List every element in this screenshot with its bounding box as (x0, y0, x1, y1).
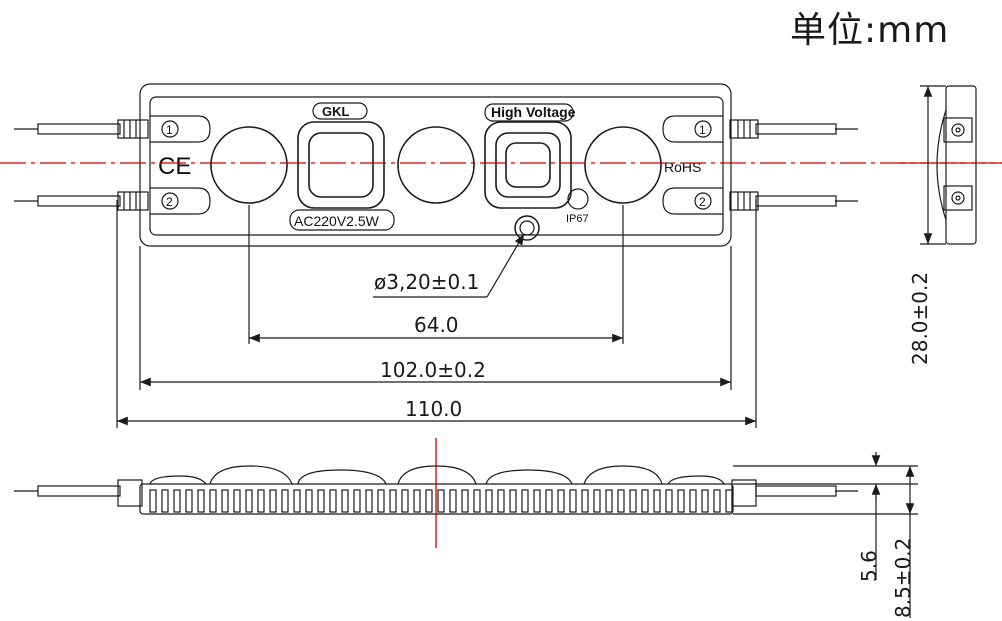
cooling-fin (677, 489, 685, 513)
cooling-fin (353, 489, 361, 513)
lens-height-dimension: 5.6 (857, 550, 881, 582)
cooling-fin (425, 489, 433, 513)
total-height-dimension: 8.5±0.2 (891, 538, 915, 618)
cooling-fin (281, 489, 289, 513)
height-dimensions (733, 452, 918, 618)
cooling-fin (701, 489, 709, 513)
cooling-fin (617, 489, 625, 513)
lens-circle-3 (584, 126, 662, 204)
cooling-fin (449, 489, 457, 513)
cooling-fin (713, 489, 721, 513)
total-length-dimension: 110.0 (405, 397, 462, 421)
cooling-fin (557, 489, 565, 513)
body-length-dimension: 102.0±0.2 (380, 358, 486, 382)
terminal-2-left: 2 (166, 195, 173, 209)
module-outline (139, 83, 732, 247)
right-wires (729, 119, 858, 211)
high-voltage-mark: High Voltage (491, 104, 576, 120)
cooling-fin (653, 489, 661, 513)
width-dimension: 28.0±0.2 (908, 272, 932, 365)
cooling-fin (401, 489, 409, 513)
rohs-mark: RoHS (664, 159, 701, 175)
cooling-fin (497, 489, 505, 513)
cooling-fin (317, 489, 325, 513)
terminal-1-right: 1 (699, 123, 706, 137)
cooling-fin (233, 489, 241, 513)
cooling-fin (569, 489, 577, 513)
cooling-fin (413, 489, 421, 513)
cooling-fin (305, 489, 313, 513)
module-inner-outline (149, 96, 724, 236)
cooling-fin (461, 489, 469, 513)
terminal-2-right: 2 (699, 195, 706, 209)
cooling-fin (365, 489, 373, 513)
terminal-clips: 1 2 1 2 (150, 115, 723, 215)
led-lenses (210, 121, 662, 209)
cooling-fin (629, 489, 637, 513)
cooling-fin (293, 489, 301, 513)
cooling-fin (329, 489, 337, 513)
cooling-fin (161, 489, 169, 513)
terminal-1-left: 1 (166, 123, 173, 137)
cooling-fin (641, 489, 649, 513)
cooling-fin (593, 489, 601, 513)
cooling-fin (209, 489, 217, 513)
cooling-fin (665, 489, 673, 513)
cooling-fin (485, 489, 493, 513)
lens-square-1 (297, 121, 385, 209)
top-view: 1 2 1 2 GKL High Voltage AC220V2.5W CE R… (0, 83, 1002, 247)
left-wires (14, 119, 149, 211)
cooling-fin (245, 489, 253, 513)
cooling-fin (185, 489, 193, 513)
cooling-fin (269, 489, 277, 513)
cooling-fin (545, 489, 553, 513)
front-view (14, 438, 858, 548)
cooling-fin (533, 489, 541, 513)
cooling-fin (149, 489, 157, 513)
cooling-fin (341, 489, 349, 513)
side-view (900, 85, 1002, 245)
cooling-fin (377, 489, 385, 513)
unit-label: 单位:mm (790, 10, 949, 51)
rating-mark: AC220V2.5W (294, 213, 380, 229)
cooling-fin (689, 489, 697, 513)
cooling-fin (509, 489, 517, 513)
pitch-dimension: 64.0 (414, 313, 459, 337)
cooling-fin (389, 489, 397, 513)
lens-circle-2 (397, 126, 475, 204)
cooling-fin (581, 489, 589, 513)
cooling-fin (605, 489, 613, 513)
mounting-hole (514, 215, 540, 241)
markings: GKL High Voltage AC220V2.5W CE RoHS IP67 (158, 102, 701, 241)
cooling-fin (173, 489, 181, 513)
cooling-fin (437, 489, 445, 513)
cooling-fin (521, 489, 529, 513)
cooling-fin (257, 489, 265, 513)
cooling-fins (149, 489, 733, 513)
cooling-fin (197, 489, 205, 513)
cooling-fin (725, 489, 733, 513)
ip-mark: IP67 (566, 213, 589, 225)
ip-logo-icon (567, 188, 589, 210)
cooling-fin (473, 489, 481, 513)
brand-mark: GKL (322, 104, 350, 119)
ce-mark: CE (158, 153, 191, 180)
lens-square-2 (484, 121, 572, 209)
dimension-lines (116, 200, 757, 428)
lens-circle-1 (210, 126, 288, 204)
hole-dimension: ø3,20±0.1 (374, 270, 479, 294)
cooling-fin (221, 489, 229, 513)
